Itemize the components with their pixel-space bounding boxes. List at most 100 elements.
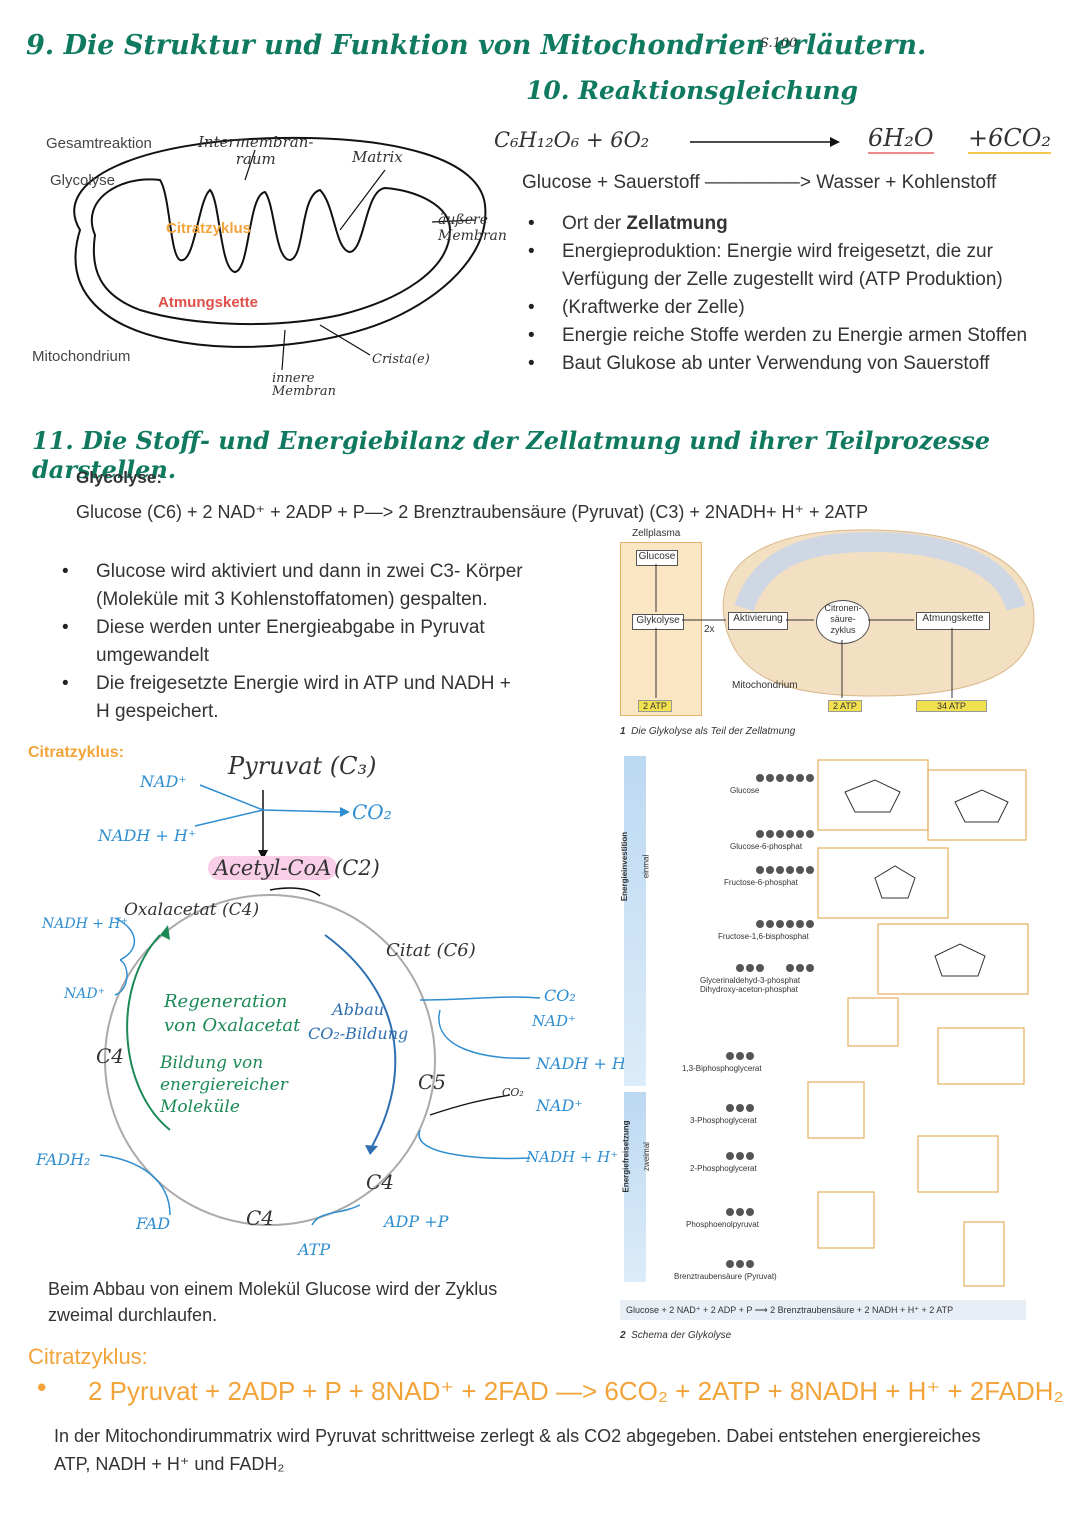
section-9-title: 9. Die Struktur und Funktion von Mitocho… xyxy=(26,30,927,61)
cycle-note: Beim Abbau von einem Molekül Glucose wir… xyxy=(48,1279,498,1325)
fig1-zellplasma: Zellplasma xyxy=(632,528,681,539)
cycle-pyruvat: Pyruvat (C₃) xyxy=(228,752,377,780)
cycle-acetyl-c2: (C2) xyxy=(334,856,380,880)
equation-co2: +6CO₂ xyxy=(968,124,1052,154)
cycle-oxalacetat: Oxalacetat (C4) xyxy=(124,900,260,920)
label-gesamtreaktion: Gesamtreaktion xyxy=(46,135,152,152)
cycle-fadh2: FADH₂ xyxy=(36,1150,91,1169)
label-atmungskette-sketch: Atmungskette xyxy=(158,294,259,311)
citric-acid-cycle-diagram xyxy=(99,784,541,1226)
bullet-item: Energieproduktion: Energie wird freigese… xyxy=(522,238,1042,294)
equation-h2o: 6H₂O xyxy=(868,124,934,154)
cycle-citrat: Citat (C6) xyxy=(386,940,476,961)
fig2-energiefreisetzung: Energiefreisetzung xyxy=(621,1120,631,1193)
fig1-citronensaeurezyklus: Citronen- säure- zyklus xyxy=(816,600,870,644)
equation-left: C₆H₁₂O₆ + 6O₂ xyxy=(494,128,650,152)
label-citratzyklus-sketch: Citratzyklus xyxy=(166,220,252,237)
cycle-nadh-right-2: NADH + H⁺ xyxy=(526,1148,619,1166)
fig1-mitochondrium: Mitochondrium xyxy=(732,680,798,691)
fig1-caption: 1 Die Glykolyse als Teil der Zellatmung xyxy=(620,726,796,737)
fig1-mitochondrion-shape xyxy=(722,529,1035,697)
label-innere-membran: innere Membran xyxy=(272,371,336,399)
fig2-energieinvestition: Energieinvestition xyxy=(620,831,630,902)
cycle-nad-left: NAD⁺ xyxy=(64,986,105,1002)
fig1-atp-2: 2 ATP xyxy=(828,700,862,712)
cycle-nadh-left: NADH + H⁺ xyxy=(42,916,129,932)
cycle-nad-right-1: NAD⁺ xyxy=(532,1012,576,1030)
page-reference: S.100 xyxy=(760,36,798,51)
mitochondrion-sketch xyxy=(73,136,487,371)
fig1-2x: 2x xyxy=(704,624,715,635)
fig2-molecule-structures xyxy=(726,759,1029,1287)
section-10-bullets: Ort der Zellatmung Energieproduktion: En… xyxy=(522,210,1042,378)
cycle-co2-small: CO₂ xyxy=(502,1086,524,1099)
outer-membrane xyxy=(73,136,487,348)
fig1-aktivierung: Aktivierung xyxy=(728,612,788,630)
fig2-step: Glycerinaldehyd-3-phosphat Dihydroxy-ace… xyxy=(700,976,801,994)
cycle-regeneration: Regeneration von Oxalacetat xyxy=(164,991,301,1036)
label-intermembranraum: Intermembran- raum xyxy=(198,133,314,168)
fig1-atmungskette: Atmungskette xyxy=(916,612,990,630)
fig2-einmal: einmal xyxy=(641,854,651,879)
glycolyse-label: Glycolyse: xyxy=(76,468,162,487)
cycle-nadh-top: NADH + H⁺ xyxy=(98,826,197,845)
fig2-step: 2-Phosphoglycerat xyxy=(690,1164,757,1173)
bottom-citratzyklus-text: In der Mitochondirummatrix wird Pyruvat … xyxy=(54,1426,981,1474)
bullet-item: Die freigesetzte Energie wird in ATP und… xyxy=(56,670,526,726)
figure-glykolyse-zellatmung: Zellplasma Glucose Glykolyse 2x Aktivier… xyxy=(620,528,1040,738)
label-crista: Crista(e) xyxy=(372,352,430,367)
cycle-adp: ADP +P xyxy=(384,1212,449,1231)
cycle-co2-top: CO₂ xyxy=(352,800,392,824)
equation-words: Glucose + Sauerstoff —————> Wasser + Koh… xyxy=(522,172,997,193)
cycle-nad-top: NAD⁺ xyxy=(140,772,187,791)
bottom-citratzyklus-equation: 2 Pyruvat + 2ADP + P + 8NAD⁺ + 2FAD —> 6… xyxy=(88,1376,1064,1406)
bottom-bullet: • xyxy=(34,1374,50,1404)
fig1-atp-3: 34 ATP xyxy=(916,700,987,712)
fig2-summary: Glucose + 2 NAD⁺ + 2 ADP + P ⟶ 2 Brenztr… xyxy=(620,1300,1026,1320)
bottom-citratzyklus-title: Citratzyklus: xyxy=(28,1344,148,1369)
fig1-atp-1: 2 ATP xyxy=(638,700,672,712)
label-matrix: Matrix xyxy=(352,148,403,166)
fig2-bar-investition xyxy=(624,756,646,1086)
fig2-caption: 2 Schema der Glykolyse xyxy=(620,1330,732,1341)
fig2-step: 3-Phosphoglycerat xyxy=(690,1116,757,1125)
cycle-c4-left: C4 xyxy=(96,1044,125,1068)
fig2-bar-freisetzung xyxy=(624,1092,646,1282)
fig2-step: Brenztraubensäure (Pyruvat) xyxy=(674,1272,777,1281)
fig2-zweimal: zweimal xyxy=(641,1142,651,1171)
fig1-glykolyse: Glykolyse xyxy=(632,614,684,630)
glycolyse-bullets: Glucose wird aktiviert und dann in zwei … xyxy=(56,558,526,726)
fig1-arrows xyxy=(655,564,953,698)
section-10-title: 10. Reaktionsgleichung xyxy=(526,76,858,105)
bullet-item: Baut Glukose ab unter Verwendung von Sau… xyxy=(522,350,1042,378)
fig2-step: Phosphoenolpyruvat xyxy=(686,1220,759,1229)
cycle-bildung: Bildung von energiereicher Moleküle xyxy=(160,1053,288,1117)
fig2-step: Glucose xyxy=(730,786,760,795)
equation-arrow xyxy=(690,137,840,147)
cycle-c4-bottom: C4 xyxy=(246,1206,275,1230)
bullet-item: Glucose wird aktiviert und dann in zwei … xyxy=(56,558,526,614)
cycle-acetyl-coa: Acetyl-CoA xyxy=(208,856,338,880)
fig2-step: Fructose-1,6-bisphosphat xyxy=(718,932,809,941)
fig2-step: Fructose-6-phosphat xyxy=(724,878,798,887)
bullet-item: Ort der Zellatmung xyxy=(522,210,1042,238)
cycle-co2-right-1: CO₂ xyxy=(544,986,576,1005)
glycolyse-equation: Glucose (C6) + 2 NAD⁺ + 2ADP + P—> 2 Bre… xyxy=(76,502,869,522)
fig1-glucose: Glucose xyxy=(636,550,678,566)
cycle-atp: ATP xyxy=(298,1240,331,1259)
label-aeussere-membran: äußere Membran xyxy=(438,212,507,244)
citratzyklus-label: Citratzyklus: xyxy=(28,744,125,761)
label-glycolyse: Glycolyse xyxy=(50,172,116,189)
section-11-title: 11. Die Stoff- und Energiebilanz der Zel… xyxy=(32,426,991,484)
fig2-step: 1,3-Biphosphoglycerat xyxy=(682,1064,762,1073)
cycle-nad-right-2: NAD⁺ xyxy=(536,1096,583,1115)
cycle-c4-right: C4 xyxy=(366,1170,395,1194)
cycle-nadh-right-1: NADH + H⁺ xyxy=(536,1054,635,1073)
bullet-item: (Kraftwerke der Zelle) xyxy=(522,294,1042,322)
label-mitochondrium: Mitochondrium xyxy=(32,348,131,365)
fig2-step: Glucose-6-phosphat xyxy=(730,842,803,851)
bullet-item: Diese werden unter Energieabgabe in Pyru… xyxy=(56,614,526,670)
inner-membrane xyxy=(90,178,452,326)
cycle-c5: C5 xyxy=(418,1070,447,1094)
cycle-abbau: Abbau CO₂-Bildung xyxy=(308,1000,409,1043)
